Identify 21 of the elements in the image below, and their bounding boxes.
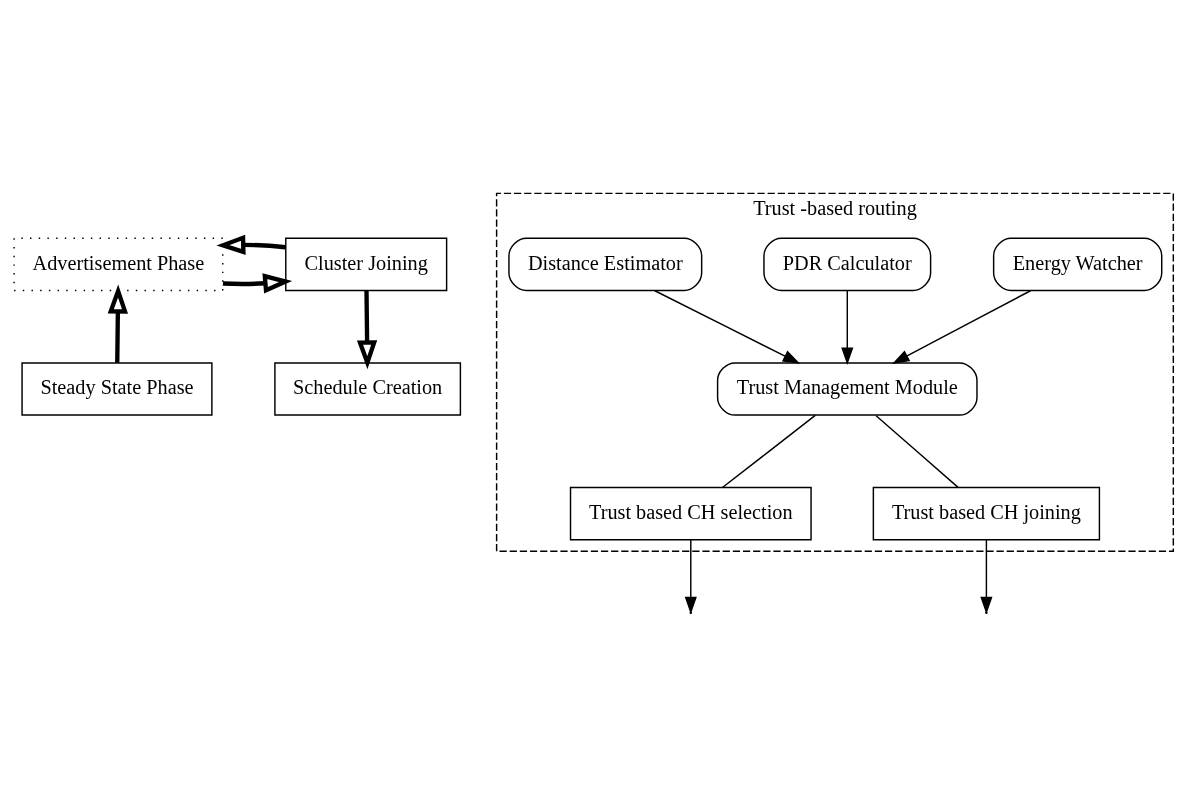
node-box: Energy Watcher bbox=[992, 237, 1163, 291]
arrow bbox=[107, 283, 129, 363]
connector bbox=[722, 414, 816, 488]
arrow bbox=[684, 538, 697, 614]
node-box: Distance Estimator bbox=[508, 237, 703, 291]
node-box: Trust Management Module bbox=[716, 361, 978, 416]
node-box: PDR Calculator bbox=[763, 237, 932, 291]
arrow bbox=[654, 289, 801, 364]
node-box: Trust based CH joining bbox=[872, 486, 1101, 540]
arrow bbox=[222, 272, 293, 294]
arrow bbox=[356, 290, 378, 369]
arrow bbox=[216, 234, 286, 255]
arrow bbox=[841, 289, 854, 365]
node-box: Steady State Phase bbox=[21, 361, 213, 416]
arrow bbox=[892, 289, 1032, 364]
node-box: Schedule Creation bbox=[274, 361, 462, 416]
node-box: Trust based CH selection bbox=[569, 486, 812, 540]
connector bbox=[875, 414, 959, 488]
node-box: Advertisement Phase bbox=[13, 237, 224, 291]
node-box: Cluster Joining bbox=[285, 237, 448, 291]
arrow bbox=[980, 538, 993, 614]
